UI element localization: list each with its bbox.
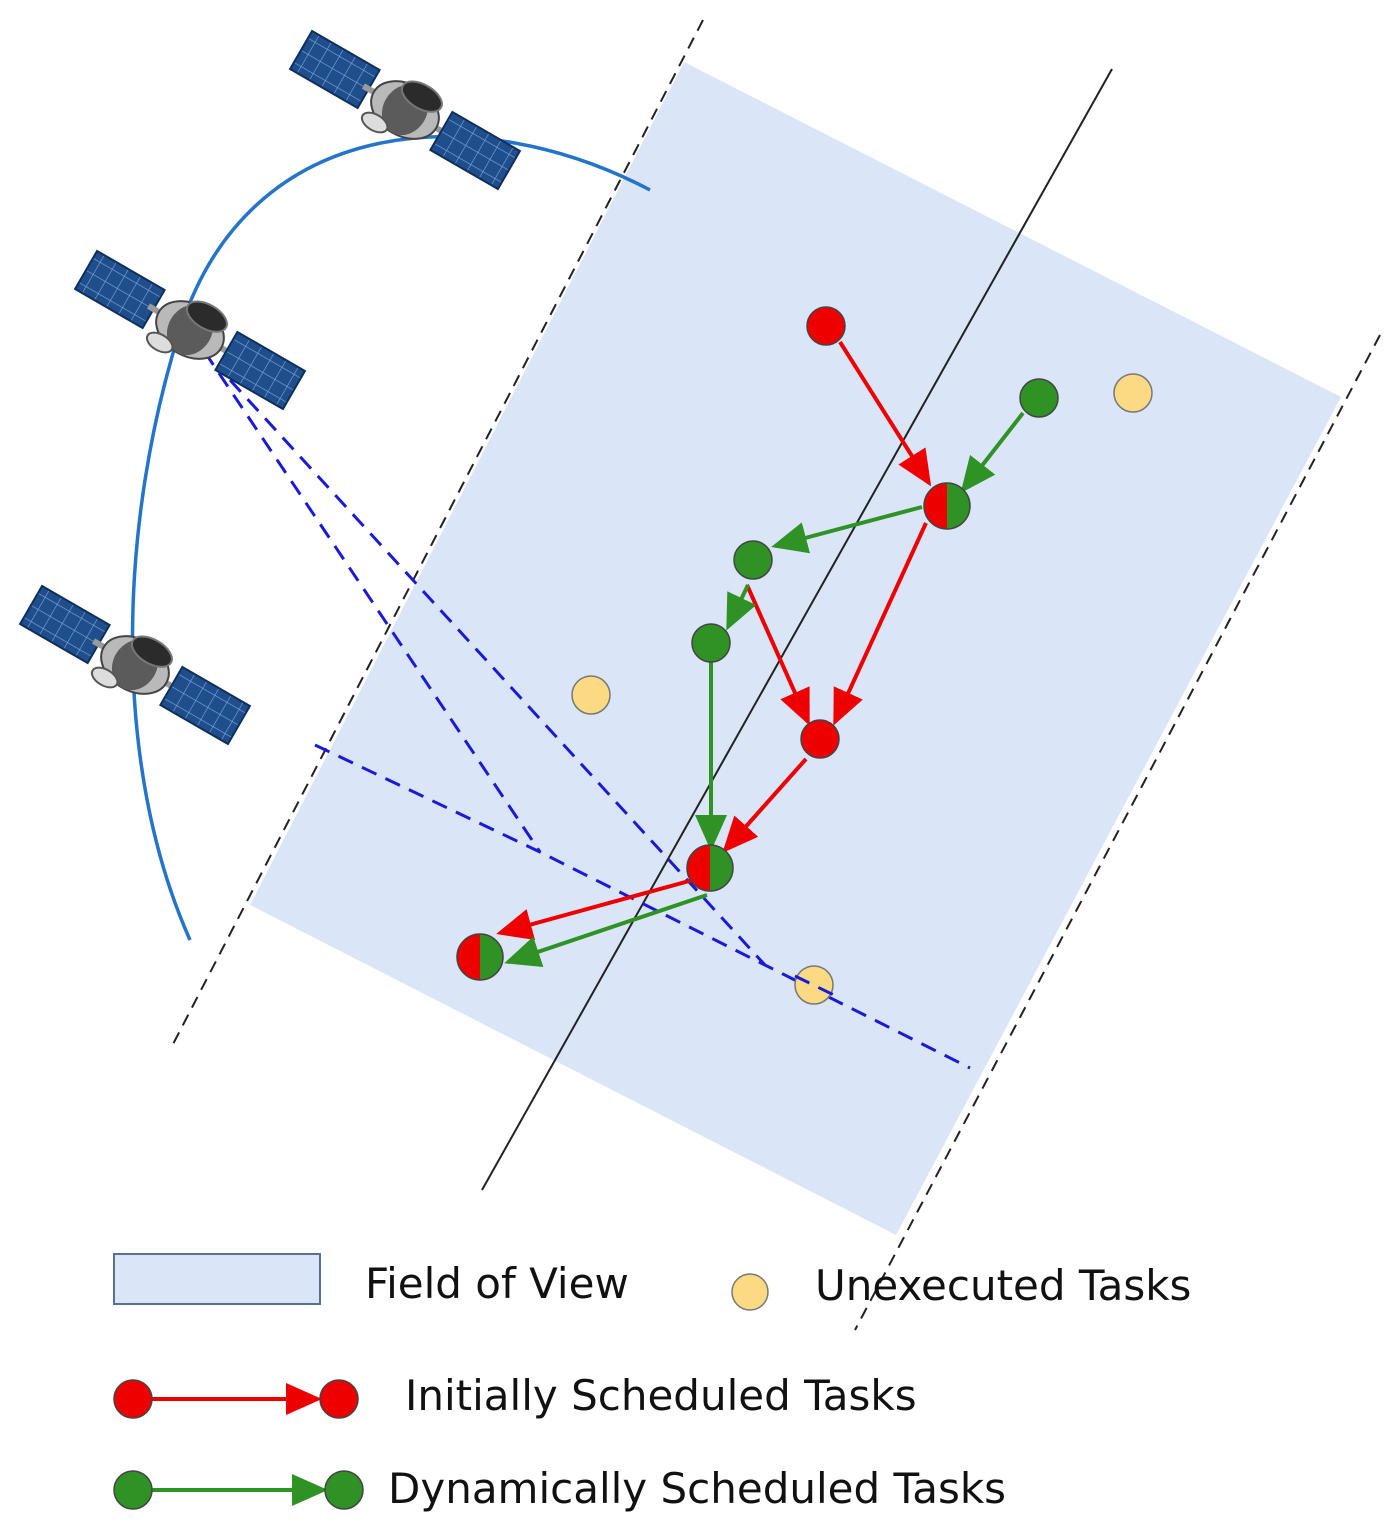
unexecuted-task-node xyxy=(794,965,834,1005)
ground-track-line xyxy=(481,68,1113,1191)
legend-dynamic-swatch xyxy=(113,1470,364,1510)
initial-task-node xyxy=(806,306,846,346)
shared-task-node xyxy=(923,482,971,530)
legend-unexecuted-swatch xyxy=(731,1273,769,1311)
dynamic-schedule-path xyxy=(504,411,1025,967)
legend-dynamic-label: Dynamically Scheduled Tasks xyxy=(388,1464,1006,1513)
initial-task-node xyxy=(800,719,840,759)
unexecuted-task-node xyxy=(1113,373,1153,413)
field-of-view-region xyxy=(250,62,1341,1235)
legend: Field of View Unexecuted Tasks Initially… xyxy=(113,1253,1191,1513)
satellite-icon xyxy=(18,584,252,746)
satellite-icon xyxy=(73,249,307,411)
legend-unexecuted-label: Unexecuted Tasks xyxy=(815,1261,1191,1310)
shared-task-node xyxy=(456,933,504,981)
shared-task-node xyxy=(686,844,734,892)
unexecuted-task-node xyxy=(571,675,611,715)
swath-right-boundary xyxy=(854,334,1381,1331)
legend-field-of-view-label: Field of View xyxy=(365,1259,629,1308)
legend-initial-label: Initially Scheduled Tasks xyxy=(405,1371,917,1420)
legend-initial-swatch xyxy=(113,1379,359,1419)
dynamic-task-node xyxy=(691,623,731,663)
swath-left-boundary xyxy=(169,19,704,1051)
legend-field-of-view-swatch xyxy=(113,1253,321,1305)
sight-lines xyxy=(188,329,971,1070)
dynamic-task-node xyxy=(733,540,773,580)
satellite-icon xyxy=(288,29,522,191)
initial-schedule-path xyxy=(496,340,932,940)
dynamic-task-node xyxy=(1019,378,1059,418)
